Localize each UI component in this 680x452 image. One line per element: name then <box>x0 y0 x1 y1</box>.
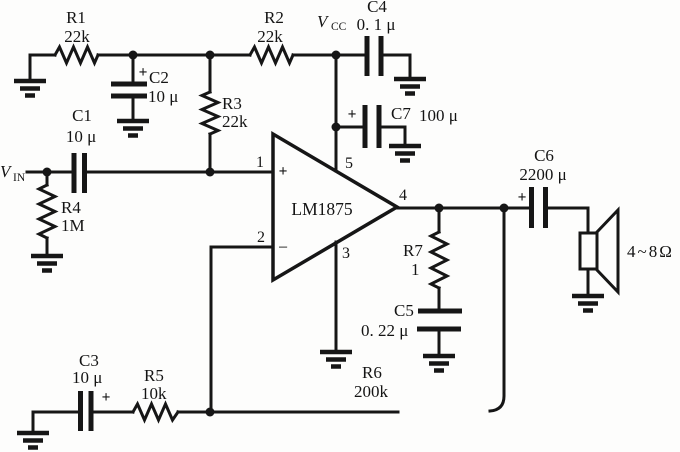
label-c5-ref: C5 <box>394 301 414 320</box>
label-r3-value: 22k <box>222 112 248 131</box>
label-opamp-minus-input: − <box>278 237 288 257</box>
label-r1-ref: R1 <box>66 8 86 27</box>
capacitor-c5 <box>417 308 462 332</box>
label-r5-value: 10k <box>141 384 167 403</box>
label-r4-value: 1M <box>61 216 85 235</box>
label-c1-ref: C1 <box>72 106 92 125</box>
label-r3-ref: R3 <box>222 94 242 113</box>
resistor-r5 <box>130 400 181 424</box>
label-pin1: 1 <box>256 154 264 171</box>
label-c6-plus: + <box>518 189 527 206</box>
label-c2-ref: C2 <box>149 68 169 87</box>
label-r1-value: 22k <box>64 27 90 46</box>
ground-symbol <box>320 352 352 367</box>
node-dot <box>205 50 215 60</box>
label-vin-sub: IN <box>13 172 26 184</box>
speaker-icon <box>578 206 620 296</box>
resistor-r1 <box>52 43 100 67</box>
label-r5-ref: R5 <box>144 366 164 385</box>
capacitor-c6 <box>529 187 548 228</box>
label-c5-value: 0. 22 μ <box>361 321 408 340</box>
label-c1-value: 10 μ <box>66 127 96 146</box>
label-c2-plus: + <box>139 64 148 81</box>
wire-topleft-ground-lead <box>28 53 57 81</box>
label-c7-value: 100 μ <box>419 106 458 125</box>
label-c3-ref: C3 <box>79 351 99 370</box>
resistor-r7 <box>427 229 451 291</box>
node-dot <box>434 203 444 213</box>
wire-pin2-feedback-drop <box>209 245 275 414</box>
label-opamp-plus-input: + <box>279 163 288 180</box>
wire-c6-to-speaker <box>544 206 590 236</box>
labels: R1 22k R2 22k V CC C4 0. 1 μ + C2 10 μ C… <box>0 0 674 406</box>
capacitor-c7 <box>362 105 382 148</box>
opamp-triangle <box>271 130 401 284</box>
label-r2-ref: R2 <box>264 8 284 27</box>
speaker-body <box>578 231 599 271</box>
capacitor-c1 <box>71 153 87 193</box>
label-vcc-sub: CC <box>331 21 347 33</box>
ground-symbol <box>394 79 426 94</box>
label-vin: V <box>0 162 13 181</box>
node-dot <box>42 167 52 177</box>
capacitors <box>71 36 548 431</box>
label-pin4: 4 <box>399 187 407 204</box>
label-vcc: V <box>317 12 330 31</box>
speaker-cone <box>595 206 620 296</box>
node-dot <box>331 122 341 132</box>
label-c6-ref: C6 <box>534 146 554 165</box>
ground-symbol <box>423 356 455 371</box>
label-c3-value: 10 μ <box>72 368 102 387</box>
resistor-r2 <box>247 43 295 67</box>
label-pin2: 2 <box>257 229 265 246</box>
node-dot <box>205 407 215 417</box>
label-c4-value: 0. 1 μ <box>357 15 396 34</box>
label-c7-ref: C7 <box>391 104 411 123</box>
resistor-r4 <box>35 182 59 241</box>
node-dot <box>499 203 509 213</box>
ground-symbol <box>389 146 421 161</box>
ground-symbol <box>14 81 46 96</box>
capacitor-c3 <box>78 391 94 431</box>
capacitor-c2 <box>111 53 147 121</box>
ground-symbol <box>572 296 604 311</box>
wire-c7-to-ground <box>377 125 407 146</box>
label-speaker-impedance: 4~8Ω <box>627 242 674 261</box>
label-r6-value: 200k <box>354 382 389 401</box>
wire-bottomleft-ground-lead <box>31 410 82 433</box>
node-dot <box>128 50 138 60</box>
resistor-r3 <box>198 90 222 136</box>
label-c6-value: 2200 μ <box>519 165 566 184</box>
node-dot <box>331 50 341 60</box>
wire-feedback-hook <box>488 206 506 413</box>
node-dot <box>205 167 215 177</box>
wire-c4-to-ground <box>379 53 412 79</box>
label-pin5: 5 <box>345 155 353 172</box>
label-r7-ref: R7 <box>403 241 423 260</box>
ground-symbol <box>17 433 49 448</box>
ground-symbol <box>31 256 63 271</box>
label-c7-plus: + <box>348 106 357 123</box>
label-r7-value: 1 <box>411 260 420 279</box>
wires <box>25 53 590 433</box>
label-c2-value: 10 μ <box>148 87 178 106</box>
label-c3-plus: + <box>102 389 111 406</box>
label-r2-value: 22k <box>257 27 283 46</box>
junction-dots <box>42 50 509 417</box>
label-r4-ref: R4 <box>61 198 81 217</box>
ground-symbol <box>117 121 149 136</box>
resistors <box>35 43 451 424</box>
capacitor-c4 <box>364 36 384 76</box>
label-c4-ref: C4 <box>367 0 387 16</box>
label-r6-ref: R6 <box>362 363 382 382</box>
label-pin3: 3 <box>342 245 350 262</box>
label-ic-name: LM1875 <box>291 199 353 219</box>
